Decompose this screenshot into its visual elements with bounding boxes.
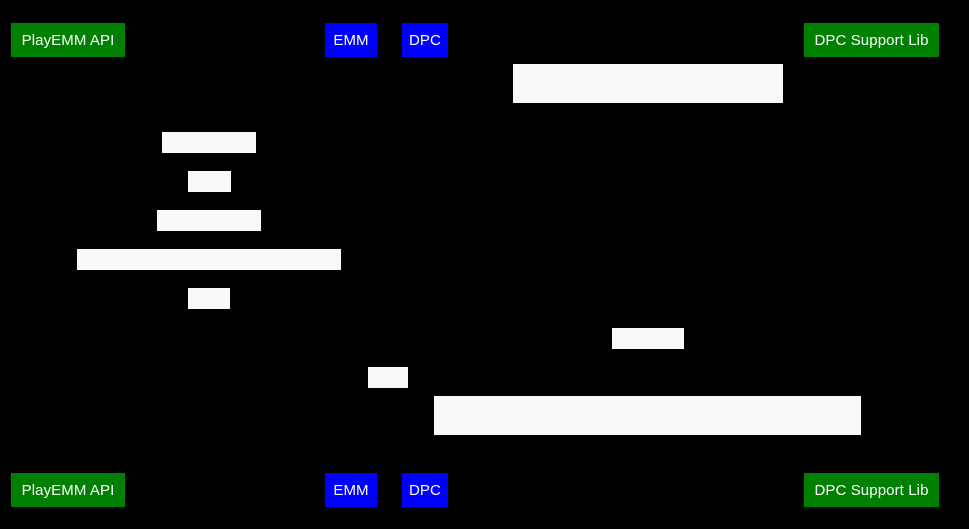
participant-bottom-dpc[interactable]: DPC bbox=[402, 473, 448, 507]
message-label-add-android-for-work-account: androidForWorkAccountSupport .addAndroid… bbox=[434, 396, 861, 510]
participant-top-dpc-support-lib[interactable]: DPC Support Lib bbox=[804, 23, 939, 57]
participant-bottom-emm[interactable]: EMM bbox=[325, 473, 377, 507]
participant-label: EMM bbox=[333, 481, 369, 499]
message-label-users-update: users.update() bbox=[157, 210, 261, 267]
message-line-1: token bbox=[369, 407, 407, 424]
participant-label: PlayEMM API bbox=[21, 481, 115, 499]
message-line-1: androidForWorkAccountSupport bbox=[539, 436, 756, 453]
message-label-token-to-emm: token bbox=[188, 288, 230, 345]
participant-bottom-playemm-api[interactable]: PlayEMM API bbox=[11, 473, 125, 507]
message-label-token-to-dpc: token bbox=[368, 367, 408, 424]
message-line-1: androidForWorkAccountSupport bbox=[540, 104, 756, 121]
participant-label: PlayEMM API bbox=[21, 31, 115, 49]
participant-label: DPC bbox=[409, 481, 441, 499]
message-label-users-insert: users.insert() bbox=[162, 132, 256, 189]
participant-top-emm[interactable]: EMM bbox=[325, 23, 377, 57]
participant-label: EMM bbox=[333, 31, 369, 49]
participant-label: DPC Support Lib bbox=[814, 481, 929, 499]
message-label-users-generate-authentication-token: users.generateAuthenticationToken() bbox=[77, 249, 341, 306]
message-line-2: .addAndroidForWorkAccount(token, account… bbox=[445, 493, 850, 510]
message-line-1: token bbox=[190, 328, 228, 345]
message-label-ensure-working-environment: androidForWorkAccountSupport .ensureWork… bbox=[513, 64, 783, 178]
message-line-1: callback() bbox=[615, 368, 681, 385]
participant-label: DPC bbox=[409, 31, 441, 49]
participant-label: DPC Support Lib bbox=[814, 31, 929, 49]
message-label-callback: callback() bbox=[612, 328, 684, 385]
message-label-user-id: userID bbox=[188, 171, 233, 228]
message-line-2: .ensureWorkingEnvironment(callback) bbox=[520, 161, 776, 178]
participant-top-playemm-api[interactable]: PlayEMM API bbox=[11, 23, 125, 57]
participant-top-dpc[interactable]: DPC bbox=[402, 23, 448, 57]
participant-bottom-dpc-support-lib[interactable]: DPC Support Lib bbox=[804, 473, 939, 507]
